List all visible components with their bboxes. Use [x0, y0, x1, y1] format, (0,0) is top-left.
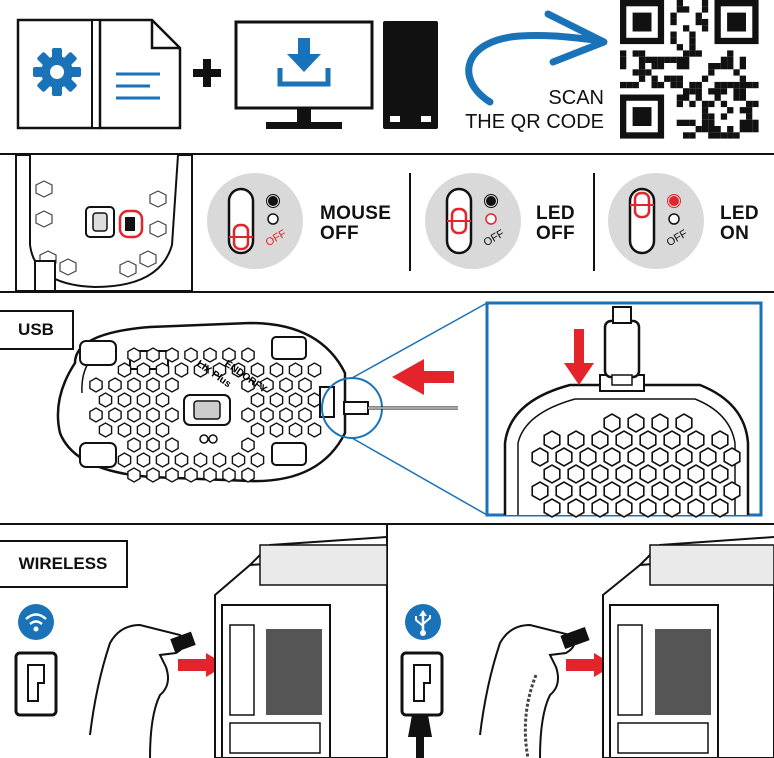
pc-case-right — [602, 536, 774, 758]
usb-icon — [405, 604, 441, 640]
mode-label-mouse-off: MOUSE OFF — [320, 204, 391, 244]
qr-code — [620, 0, 759, 139]
usb-zoom-box — [485, 301, 763, 518]
divider-usb — [0, 523, 774, 525]
mode-3-line1: LED — [720, 203, 759, 224]
mode-1-line1: MOUSE — [320, 203, 392, 224]
pc-case-left — [214, 536, 388, 758]
hand-with-cable — [479, 623, 614, 758]
usb-label: USB — [0, 310, 74, 350]
mouse-underside: LIX Plus ENDORFY — [56, 321, 347, 483]
mouse-bottom-closeup — [15, 155, 193, 292]
monitor-icon — [234, 20, 374, 129]
hand-with-dongle — [89, 623, 226, 758]
mode-3-line2: ON — [720, 223, 750, 244]
wireless-label: WIRELESS — [0, 540, 128, 588]
usb-insert-arrow — [392, 359, 454, 395]
mode-1-line2: OFF — [320, 223, 359, 244]
wifi-icon — [18, 604, 54, 640]
top-row-graphics — [16, 0, 759, 139]
switch-row-graphics: OFF OFF OFF — [15, 155, 704, 292]
pc-tower-icon — [383, 21, 438, 129]
mode-2-line2: OFF — [536, 223, 575, 244]
switch-mouse-off: OFF — [207, 173, 303, 269]
scan-line2: THE QR CODE — [465, 111, 604, 133]
mode-2-line1: LED — [536, 203, 575, 224]
mode-label-led-on: LED ON — [720, 204, 759, 244]
scan-arrow — [465, 10, 608, 106]
gear-icon — [33, 48, 81, 96]
scan-text: SCAN THE QR CODE — [440, 86, 604, 134]
divider-switch — [0, 291, 774, 293]
scan-line1: SCAN — [548, 87, 604, 109]
mode-label-led-off: LED OFF — [536, 204, 575, 244]
switch-led-off: OFF — [425, 173, 521, 269]
divider-top — [0, 153, 774, 155]
plus-icon — [193, 59, 221, 87]
document-icon — [98, 18, 182, 130]
switch-led-on: OFF — [608, 173, 704, 269]
software-book — [16, 18, 101, 130]
usb-cable-connector — [400, 651, 444, 758]
wireless-section-graphics — [14, 525, 774, 758]
wireless-dongle — [14, 651, 58, 717]
download-icon — [277, 38, 331, 87]
usb-section-graphics: LIX Plus ENDORFY — [56, 301, 763, 518]
